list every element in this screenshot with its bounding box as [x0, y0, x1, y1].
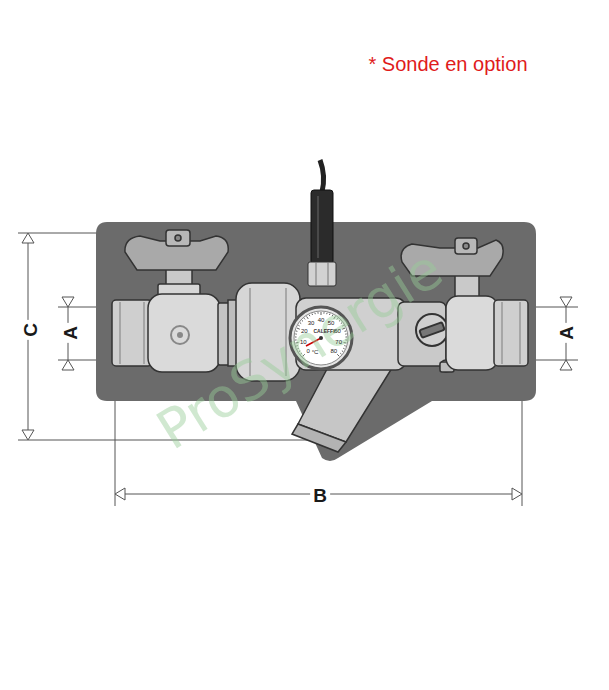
right-ball-valve-part — [455, 238, 477, 254]
temperature-probe-part — [308, 262, 336, 286]
temperature-probe-part — [316, 262, 317, 286]
right-ball-valve-part — [494, 300, 528, 366]
dimension-a-right-part — [560, 297, 572, 307]
left-ball-valve-part — [177, 332, 183, 338]
gauge-scale-number: 20 — [301, 328, 308, 334]
strainer-body-part — [292, 424, 346, 452]
left-ball-valve-part — [171, 326, 189, 344]
right-ball-valve-part — [446, 296, 498, 370]
dimension-a-left-part — [62, 360, 74, 370]
left-ball-valve-part — [143, 302, 145, 364]
left-ball-valve-part — [148, 294, 220, 372]
dimension-label: B — [310, 485, 330, 506]
temperature-probe-part — [320, 160, 324, 192]
right-ball-valve-part — [463, 243, 469, 249]
left-ball-valve-part — [125, 236, 228, 270]
dimension-label: A — [60, 323, 81, 343]
left-ball-valve — [112, 230, 232, 372]
drain-valve-part — [419, 322, 444, 338]
gauge-scale-number: 80 — [330, 348, 337, 354]
gauge-scale-number: 10 — [300, 339, 307, 345]
dimension-b-part — [512, 488, 522, 500]
drain-valve-part — [416, 314, 448, 346]
drain-valve — [416, 314, 448, 346]
dimension-a-right-part — [560, 360, 572, 370]
left-ball-valve-part — [166, 230, 190, 246]
dimension-c-part — [18, 233, 100, 234]
left-ball-valve-part — [119, 302, 121, 364]
gauge-unit: °C — [312, 349, 319, 355]
temperature-probe-part — [328, 262, 329, 286]
dimension-c-part — [22, 430, 34, 440]
dimension-c-part — [22, 233, 34, 243]
dimension-label: C — [20, 320, 41, 340]
gauge-scale-number: 0 — [307, 348, 310, 354]
left-ball-valve-part — [112, 300, 152, 366]
watermark: ProSynergie — [149, 241, 452, 458]
gauge-scale-number: 50 — [328, 320, 335, 326]
gauge-scale-number: 30 — [308, 320, 315, 326]
left-ball-valve-part — [175, 235, 181, 241]
optional-probe-note: * Sonde en option — [368, 54, 527, 74]
gauge-scale-number: 60 — [334, 328, 341, 334]
dimension-b-part — [115, 488, 125, 500]
gauge-scale-number: 70 — [335, 339, 342, 345]
gauge-brand: CALEFFI — [313, 329, 334, 334]
temperature-probe-part — [317, 196, 319, 258]
right-ball-valve-part — [519, 302, 521, 364]
dimension-a-left-part — [62, 297, 74, 307]
right-ball-valve-part — [501, 302, 503, 364]
temperature-probe — [308, 160, 336, 286]
dimension-label: A — [556, 323, 577, 343]
gauge-scale-number: 40 — [318, 317, 325, 323]
temperature-probe-part — [311, 190, 333, 264]
